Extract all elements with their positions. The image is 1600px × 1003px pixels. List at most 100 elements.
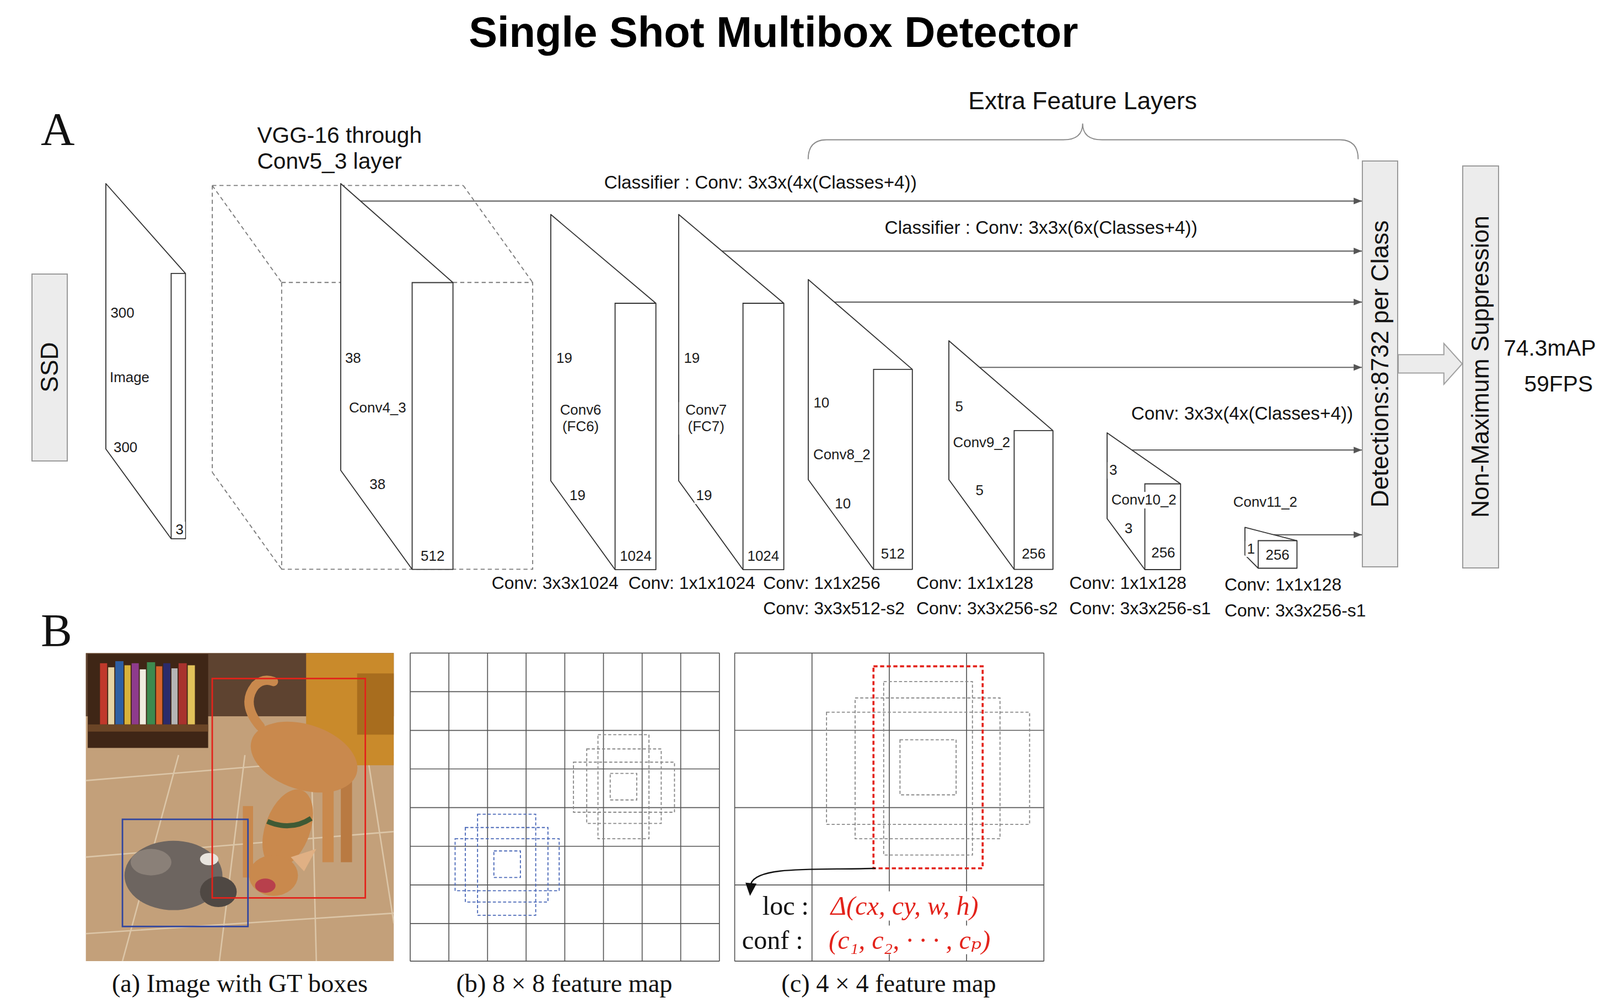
feature-slab: 19Conv7 (FC7)191024 — [678, 214, 785, 570]
slab-label: 3 — [1107, 462, 1119, 479]
conv-spec: Conv: 1x1x128 — [916, 572, 1034, 593]
shelf-board — [87, 724, 208, 732]
vertical-label: Non-Maximum Suppression — [1466, 215, 1495, 518]
slab-label: 5 — [953, 399, 965, 416]
slab-face — [1107, 432, 1181, 570]
default-box — [598, 734, 650, 839]
slab-face — [948, 340, 1054, 570]
backbone-box: VGG-16 through Conv5_3 layer38Conv4_3385… — [212, 120, 533, 569]
default-box — [610, 773, 637, 800]
default-boxes-grey — [573, 734, 675, 839]
metric: 74.3mAP — [1503, 335, 1596, 361]
dog-collar — [267, 818, 312, 826]
slab-edge — [171, 273, 186, 539]
classifier-arrow — [834, 301, 1362, 303]
book — [131, 663, 139, 725]
conv-spec: Conv: 3x3x256-s2 — [916, 598, 1059, 619]
nms-box: Non-Maximum Suppression — [1462, 165, 1500, 569]
book — [156, 666, 163, 724]
slab-label: 5 — [974, 482, 986, 499]
conv-spec: Conv: 3x3x256-s1 — [1224, 600, 1367, 620]
slab-outline — [340, 183, 454, 570]
feature-grid-4x4 — [734, 652, 1045, 961]
input-slab: 300Image3003 — [105, 183, 186, 539]
backbone-dashed-edge — [212, 185, 282, 283]
classifier-arrow — [1273, 534, 1362, 536]
output-name: conf : — [739, 925, 806, 955]
slab-label: 19 — [682, 350, 702, 367]
slab-label: Conv10_2 — [1109, 491, 1179, 509]
book — [188, 664, 196, 724]
feature-slab: 5Conv9_25256 — [948, 340, 1054, 570]
slab-face — [808, 279, 913, 570]
slab-label: Conv6 (FC6) — [553, 401, 609, 436]
classifier-label: Classifier : Conv: 3x3x(4x(Classes+4)) — [604, 172, 917, 193]
slab-label: 3 — [174, 521, 186, 539]
backbone-dashed-edge — [463, 185, 533, 283]
book — [124, 664, 131, 724]
default-box — [477, 814, 536, 916]
dog-body — [241, 709, 367, 805]
dog-ear — [290, 849, 316, 872]
vertical-label: Detections:8732 per Class — [1366, 219, 1395, 508]
floor-tiles — [85, 754, 394, 961]
feature-slab: 10Conv8_210512 — [808, 279, 913, 570]
slab-label: Conv7 (FC7) — [678, 401, 734, 436]
subfigure-caption: (b) 8 × 8 feature map — [455, 969, 673, 998]
cat-paw — [200, 852, 219, 866]
default-boxes-4x4 — [826, 681, 1030, 856]
conv-spec: Conv: 1x1x256 — [763, 572, 880, 593]
slab-label: 10 — [811, 394, 831, 412]
bookshelf — [87, 653, 208, 748]
diagram-title: Single Shot Multibox Detector — [468, 8, 1078, 58]
slab-outline — [948, 340, 1054, 570]
slab-face — [678, 214, 785, 570]
slab-label: 38 — [367, 476, 388, 493]
subfigure-caption: (a) Image with GT boxes — [111, 969, 368, 998]
slab-label: 300 — [108, 304, 136, 322]
detections-box: Detections:8732 per Class — [1361, 160, 1399, 568]
cat-stripe — [130, 849, 172, 876]
backbone-dashed-edge — [212, 185, 464, 187]
slab-edge — [742, 303, 784, 570]
slab-label: 1024 — [618, 548, 654, 565]
feature-slab: 3Conv10_23256 — [1107, 432, 1181, 570]
slab-label: 512 — [419, 548, 447, 565]
slab-label: 256 — [1149, 544, 1177, 562]
slab-edge — [412, 282, 454, 570]
door-panel — [357, 673, 395, 735]
feature-slab: 38Conv4_338512 — [340, 183, 454, 570]
cat-head — [200, 876, 238, 908]
slab-label: 3 — [1123, 520, 1135, 538]
feature-slab: Conv11_21256 — [1224, 489, 1307, 569]
book — [115, 661, 124, 725]
dog-tail — [249, 680, 274, 727]
book — [147, 662, 156, 725]
slab-label: 1024 — [745, 548, 782, 565]
feature-grid-8x8 — [410, 652, 720, 961]
slab-edge — [615, 303, 657, 570]
slab-label: 300 — [111, 439, 139, 457]
dog-head — [249, 855, 299, 896]
vertical-label: SSD — [35, 342, 64, 393]
classifier-arrow — [979, 366, 1362, 368]
panel-letter: A — [40, 103, 75, 156]
slab-face — [1244, 527, 1297, 569]
classifier-label: Classifier : Conv: 3x3x(6x(Classes+4)) — [884, 217, 1198, 239]
slab-label: 19 — [554, 350, 574, 367]
book — [99, 663, 107, 725]
gt-box-dog — [212, 678, 366, 899]
default-box — [826, 712, 1030, 825]
book — [178, 663, 187, 725]
slab-edge — [1258, 540, 1297, 569]
slab-outline — [678, 214, 785, 570]
gt-box-cat — [122, 819, 249, 927]
photo — [85, 652, 394, 961]
slab-label: 19 — [567, 487, 588, 505]
slab-edge — [1014, 430, 1054, 570]
book — [108, 667, 115, 725]
conv-spec: Conv: 1x1x128 — [1069, 572, 1187, 593]
backbone-dashed-edge — [211, 185, 213, 473]
